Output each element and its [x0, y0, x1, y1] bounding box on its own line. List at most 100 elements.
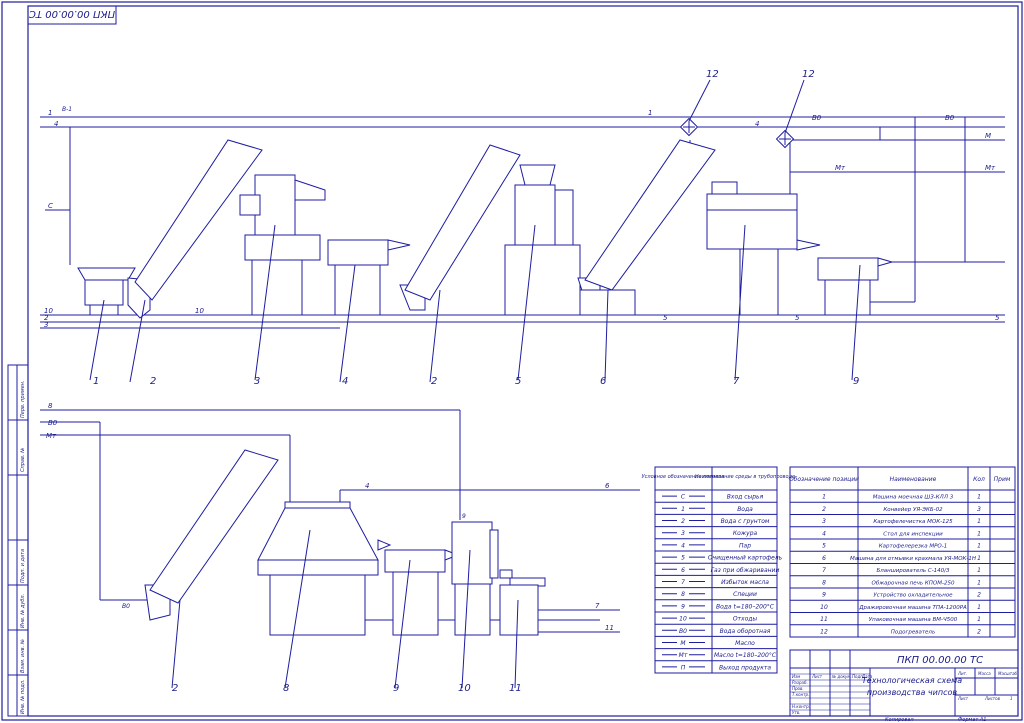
legend-row: П Выход продукта — [655, 663, 777, 674]
svg-text:2: 2 — [44, 314, 49, 322]
lower-position-numbers: 2 8 9 10 11 — [172, 683, 522, 694]
svg-text:Лит.: Лит. — [957, 671, 967, 676]
svg-text:В-1: В-1 — [62, 106, 72, 113]
svg-text:1: 1 — [48, 109, 52, 117]
svg-text:С: С — [48, 202, 53, 210]
svg-text:10: 10 — [44, 307, 53, 315]
svg-text:Инв. № дубл.: Инв. № дубл. — [20, 594, 26, 628]
legend-name: Выход продукта — [719, 664, 771, 671]
heater-12-left — [679, 79, 711, 137]
svg-text:Подп.: Подп. — [852, 674, 864, 679]
spec-qty: 1 — [977, 494, 981, 501]
svg-text:Т.контр.: Т.контр. — [792, 692, 809, 697]
svg-text:Разраб.: Разраб. — [792, 680, 808, 685]
svg-text:Наименование: Наименование — [890, 476, 937, 483]
legend-code: 5 — [681, 555, 685, 562]
svg-text:Справ. №: Справ. № — [20, 448, 26, 472]
svg-text:В0: В0 — [48, 419, 58, 427]
side-stamp: Перв. примен. Справ. № Подп. и дата Инв.… — [7, 364, 29, 717]
svg-text:Прим: Прим — [994, 476, 1011, 483]
legend-code: М — [680, 640, 686, 647]
spec-qty: 1 — [977, 579, 981, 586]
spec-name: Бланширователь С-140/3 — [876, 568, 950, 574]
legend-row: М Масло — [655, 639, 777, 650]
spec-qty: 1 — [977, 616, 981, 623]
svg-text:2: 2 — [150, 376, 156, 387]
spec-name: Конвейер УЯ-ЭКБ-02 — [883, 507, 943, 513]
spec-qty: 1 — [977, 543, 981, 550]
svg-text:8: 8 — [48, 402, 53, 410]
svg-text:Копировал: Копировал — [885, 717, 914, 723]
svg-text:В0: В0 — [812, 114, 822, 122]
legend-name: Вход сырья — [727, 494, 764, 501]
svg-text:1: 1 — [1010, 696, 1013, 701]
svg-text:Перв. примен.: Перв. примен. — [20, 380, 26, 418]
inner-frame — [27, 5, 1019, 717]
svg-text:Лист: Лист — [957, 696, 969, 701]
spec-pos: 9 — [822, 592, 826, 599]
upper-position-numbers: 1 2 3 4 2 5 6 7 9 12 12 — [93, 69, 859, 387]
equipment-3-peeler — [239, 174, 326, 381]
svg-text:Листов: Листов — [984, 696, 1001, 701]
svg-text:9: 9 — [393, 683, 399, 694]
svg-text:7: 7 — [733, 376, 740, 387]
equipment-2-conveyor-c — [144, 449, 279, 689]
svg-text:10: 10 — [195, 307, 204, 315]
svg-text:2: 2 — [172, 683, 178, 694]
spec-pos: 10 — [820, 604, 828, 611]
legend-code: П — [681, 664, 686, 671]
svg-text:4: 4 — [342, 376, 348, 387]
equipment-6-washer-conveyor — [577, 139, 716, 381]
svg-text:Дата: Дата — [861, 674, 873, 679]
svg-text:7: 7 — [595, 602, 600, 610]
legend-name: Вода t=180–200°С — [716, 603, 775, 610]
spec-name: Машина моечная ШЗ-КЛЛ 3 — [873, 495, 954, 501]
svg-text:6: 6 — [605, 482, 610, 490]
legend-name: Вода с грунтом — [721, 518, 770, 525]
svg-text:Условное обозначение потоков: Условное обозначение потоков — [642, 474, 725, 480]
spec-name: Подогреватель — [891, 629, 935, 635]
spec-pos: 4 — [822, 530, 826, 537]
legend-code: Мт — [679, 652, 688, 659]
svg-text:Пров.: Пров. — [792, 686, 804, 691]
spec-name: Упаковочная машина ВМ-Ч500 — [869, 617, 958, 623]
legend-row: 10 Отходы — [655, 614, 777, 625]
spec-name: Обжарочная печь КПОМ-250 — [872, 580, 955, 586]
spec-name: Стол для инспекции — [883, 531, 943, 537]
spec-qty: 1 — [977, 530, 981, 537]
svg-text:Н.контр.: Н.контр. — [792, 704, 810, 709]
svg-text:1: 1 — [648, 109, 652, 117]
legend-code: 10 — [679, 616, 687, 623]
legend-name: Масло — [735, 640, 755, 647]
legend-name: Пар — [739, 542, 751, 549]
legend-code: 3 — [681, 530, 685, 537]
upper-pipe-labels: 1 В-1 4 1 4 В0 В0 М Мт Мт С 10 2 3 10 5 … — [44, 106, 1000, 329]
equipment-1-washer — [77, 267, 136, 381]
svg-text:1: 1 — [93, 376, 99, 387]
spec-pos: 2 — [822, 506, 826, 513]
svg-text:9: 9 — [462, 513, 466, 520]
spec-pos: 3 — [822, 518, 826, 525]
spec-pos: 7 — [822, 567, 826, 574]
legend-name: Очищенный картофель — [708, 555, 783, 562]
equipment-9-cooler-a — [817, 257, 894, 381]
svg-text:4: 4 — [54, 120, 58, 128]
svg-text:3: 3 — [254, 376, 260, 387]
spec-qty: 1 — [977, 555, 981, 562]
upper-pipelines — [40, 116, 1005, 329]
heater-12-right — [775, 79, 805, 149]
legend-name: Отходы — [733, 616, 758, 623]
spec-pos: 5 — [822, 543, 826, 550]
spec-pos: 1 — [822, 494, 826, 501]
